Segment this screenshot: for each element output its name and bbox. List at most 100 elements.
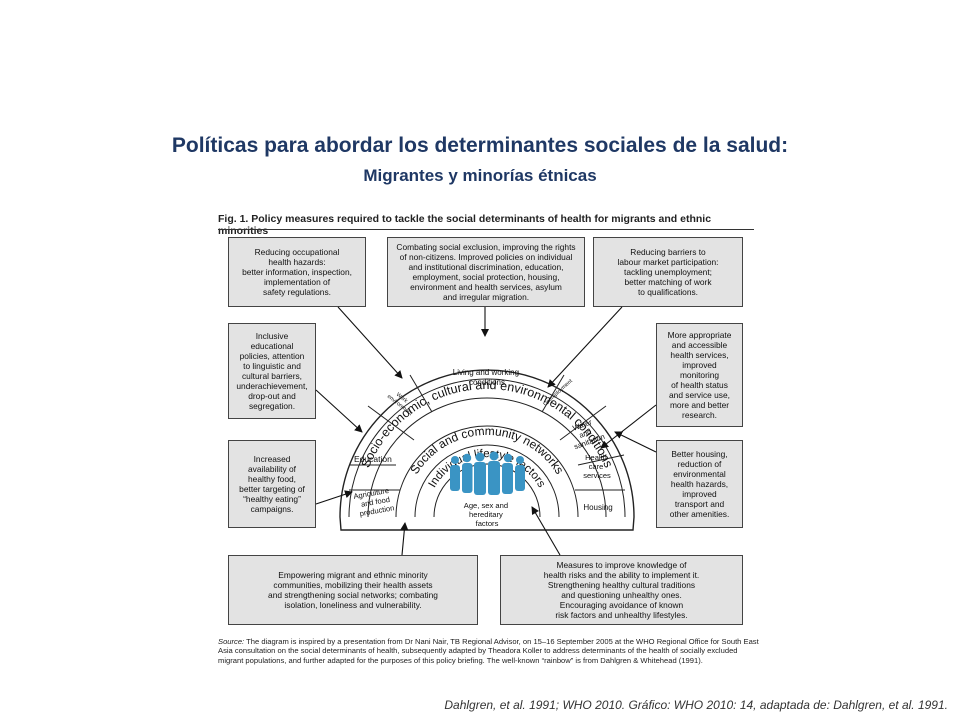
sector-divider [577, 454, 625, 466]
box-text-line: safety regulations. [263, 287, 331, 297]
sector-living-conditions: Living and working conditions [453, 368, 522, 387]
arrow-knowledge [531, 506, 561, 556]
box-text-line: better matching of work [624, 277, 712, 287]
sector-divider [367, 405, 415, 441]
box-text-line: of health status [671, 380, 728, 390]
box-text-line: Combating social exclusion, improving th… [396, 242, 576, 252]
box-text-line: cultural barriers, [241, 371, 303, 381]
arrow-labour [547, 306, 623, 388]
arrow-education [315, 389, 363, 433]
box-text-line: Measures to improve knowledge of [556, 560, 687, 570]
sector-divider [559, 405, 607, 441]
box-text-line: underachievement, [236, 381, 308, 391]
box-text-line: drop-out and [248, 391, 296, 401]
box-text-line: Reducing barriers to [630, 247, 706, 257]
box-text-line: health hazards, [670, 479, 729, 489]
figure-source-note: Source: The diagram is inspired by a pre… [218, 637, 759, 665]
box-text-line: campaigns. [250, 504, 294, 514]
rainbow-middle-edge [414, 444, 560, 518]
box-text-line: and irregular migration. [442, 292, 530, 302]
box-text-line: policies, attention [239, 351, 305, 361]
box-text-line: to qualifications. [637, 287, 699, 297]
box-text-line: more and better [669, 400, 730, 410]
box-text-line: of non-citizens. Improved policies on in… [399, 252, 573, 262]
arrow-food [315, 490, 353, 505]
box-text-line: More appropriate [667, 330, 732, 340]
box-text-line: labour market participation: [617, 257, 719, 267]
slide-citation: Dahlgren, et al. 1991; WHO 2010. Gráfico… [444, 698, 948, 712]
box-text-line: isolation, loneliness and vulnerability. [284, 600, 422, 610]
sector-education: Education [354, 454, 392, 464]
arrow-health-services [600, 404, 657, 449]
rainbow-outer-inner-edge [367, 397, 607, 518]
box-text-line: Increased [253, 454, 291, 464]
box-text-line: Empowering migrant and ethnic minority [278, 570, 428, 580]
box-social-exclusion: Combating social exclusion, improving th… [387, 237, 585, 307]
box-text-line: availability of [248, 464, 296, 474]
box-text-line: risk factors and unhealthy lifestyles. [555, 610, 688, 620]
box-text-line: and institutional discrimination, educat… [408, 262, 564, 272]
arrow-housing [614, 431, 657, 453]
box-text-line: and accessible [671, 340, 728, 350]
box-text-line: Inclusive [255, 331, 289, 341]
box-text-line: healthy food, [248, 474, 296, 484]
slide-title: Políticas para abordar los determinantes… [171, 134, 789, 157]
sector-divider [409, 374, 433, 413]
box-text-line: employment, social protection, housing, [412, 272, 560, 282]
box-text-line: health services, [670, 350, 729, 360]
box-text-line: Better housing, [671, 449, 728, 459]
box-text-line: health hazards: [268, 257, 326, 267]
sector-health-care: Health care services [583, 453, 611, 480]
box-text-line: improved [682, 489, 717, 499]
box-text-line: and service use, [669, 390, 730, 400]
box-text-line: other amenities. [669, 509, 730, 519]
figure-title-rule [218, 229, 754, 230]
box-text-line: segregation. [248, 401, 296, 411]
rainbow-inner-edge [433, 463, 541, 518]
sector-divider [541, 374, 565, 413]
core-age-sex-hereditary: Age, sex and hereditary factors [464, 501, 510, 528]
box-text-line: monitoring [679, 370, 720, 380]
people-icon [450, 451, 525, 495]
box-text-line: Encouraging avoidance of known [559, 600, 684, 610]
sector-housing: Housing [583, 503, 612, 512]
arrow-occupational [337, 306, 403, 379]
box-text-line: better information, inspection, [242, 267, 352, 277]
policy-arrows [315, 306, 657, 556]
box-text: Combating social exclusion, improving th… [396, 242, 575, 302]
rainbow-sectors-band [348, 378, 626, 518]
box-text-line: tackling unemployment; [624, 267, 712, 277]
box-text-line: implementation of [263, 277, 331, 287]
box-text-line: improved [682, 360, 717, 370]
box-text-line: environmental [673, 469, 726, 479]
box-text-line: Reducing occupational [254, 247, 340, 257]
box-text-line: environment and health services, asylum [410, 282, 562, 292]
arrow-empowering [400, 522, 409, 556]
box-text-line: and strengthening social networks; comba… [268, 590, 438, 600]
box-text-line: reduction of [677, 459, 722, 469]
box-text-line: transport and [674, 499, 725, 509]
rainbow-sector-inner-edge [395, 425, 579, 518]
box-text-line: to linguistic and [243, 361, 301, 371]
slide-subtitle: Migrantes y minorías étnicas [363, 166, 597, 185]
box-text-line: health risks and the ability to implemen… [543, 570, 700, 580]
box-text-line: Strengthening healthy cultural tradition… [547, 580, 696, 590]
box-text-line: better targeting of [239, 484, 305, 494]
box-text-line: research. [682, 410, 717, 420]
